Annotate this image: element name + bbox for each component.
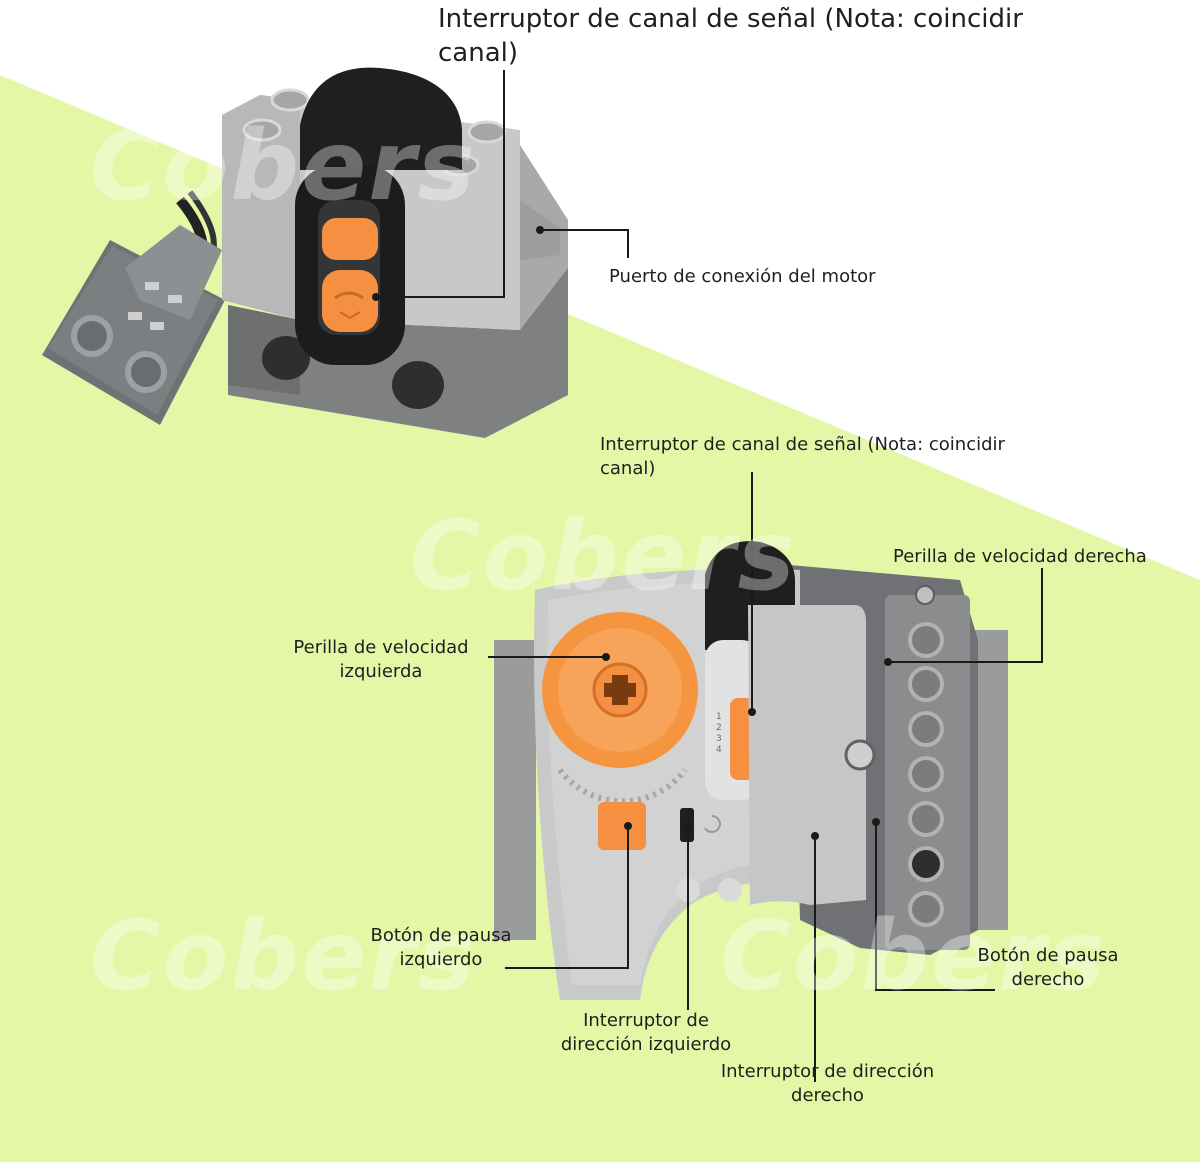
leader-right-speed [888,568,1043,663]
receiver-channel-slider [322,270,378,332]
watermark-4: Cobers [90,900,477,1012]
leader-lines [376,70,1043,1082]
label-right-pause-button: Botón de pausa derecho [977,945,1119,990]
receiver-channel-slider-top [322,218,378,260]
remote-right-panel [748,605,866,905]
connector-plate [42,225,225,425]
receiver-base [228,265,568,438]
label-right-speed-knob: Perilla de velocidad derecha [893,546,1147,567]
ir-receiver [42,67,568,438]
channel-number: 4 [716,745,722,755]
label-motor-port: Puerto de conexión del motor [609,266,876,287]
watermark-5: Cobers [720,900,1107,1012]
leader-top-channel [376,70,505,298]
label-left-pause-button: Botón de pausa izquierdo [370,925,512,970]
left-pause-button [598,802,646,850]
remote-channel-slider [730,698,754,780]
leader-dots [372,226,892,840]
leader-left-pause [505,826,629,969]
label-remote-channel-switch: Interruptor de canal de señal (Nota: coi… [600,434,1005,479]
stud-column [908,622,944,927]
remote-control [494,541,1008,1000]
ir-sensor-dome [300,67,462,170]
label-left-speed-knob: Perilla de velocidad izquierda [293,637,469,682]
watermark-2: Cobers [720,110,1107,222]
leader-right-pause [875,822,995,991]
label-right-direction-switch: Interruptor de dirección derecho [720,1061,935,1106]
label-left-direction-switch: Interruptor de dirección izquierdo [560,1010,732,1055]
channel-number: 3 [716,734,722,744]
watermark-1: Cobers [90,110,477,222]
label-top-channel-switch: Interruptor de canal de señal (Nota: coi… [438,4,1023,68]
leader-motor-port [540,229,629,258]
left-speed-knob [542,612,698,805]
watermark-3: Cobers [410,500,797,612]
channel-number: 1 [716,712,722,722]
channel-number: 2 [716,723,722,733]
channel-number-list: 1 2 3 4 [716,712,722,756]
